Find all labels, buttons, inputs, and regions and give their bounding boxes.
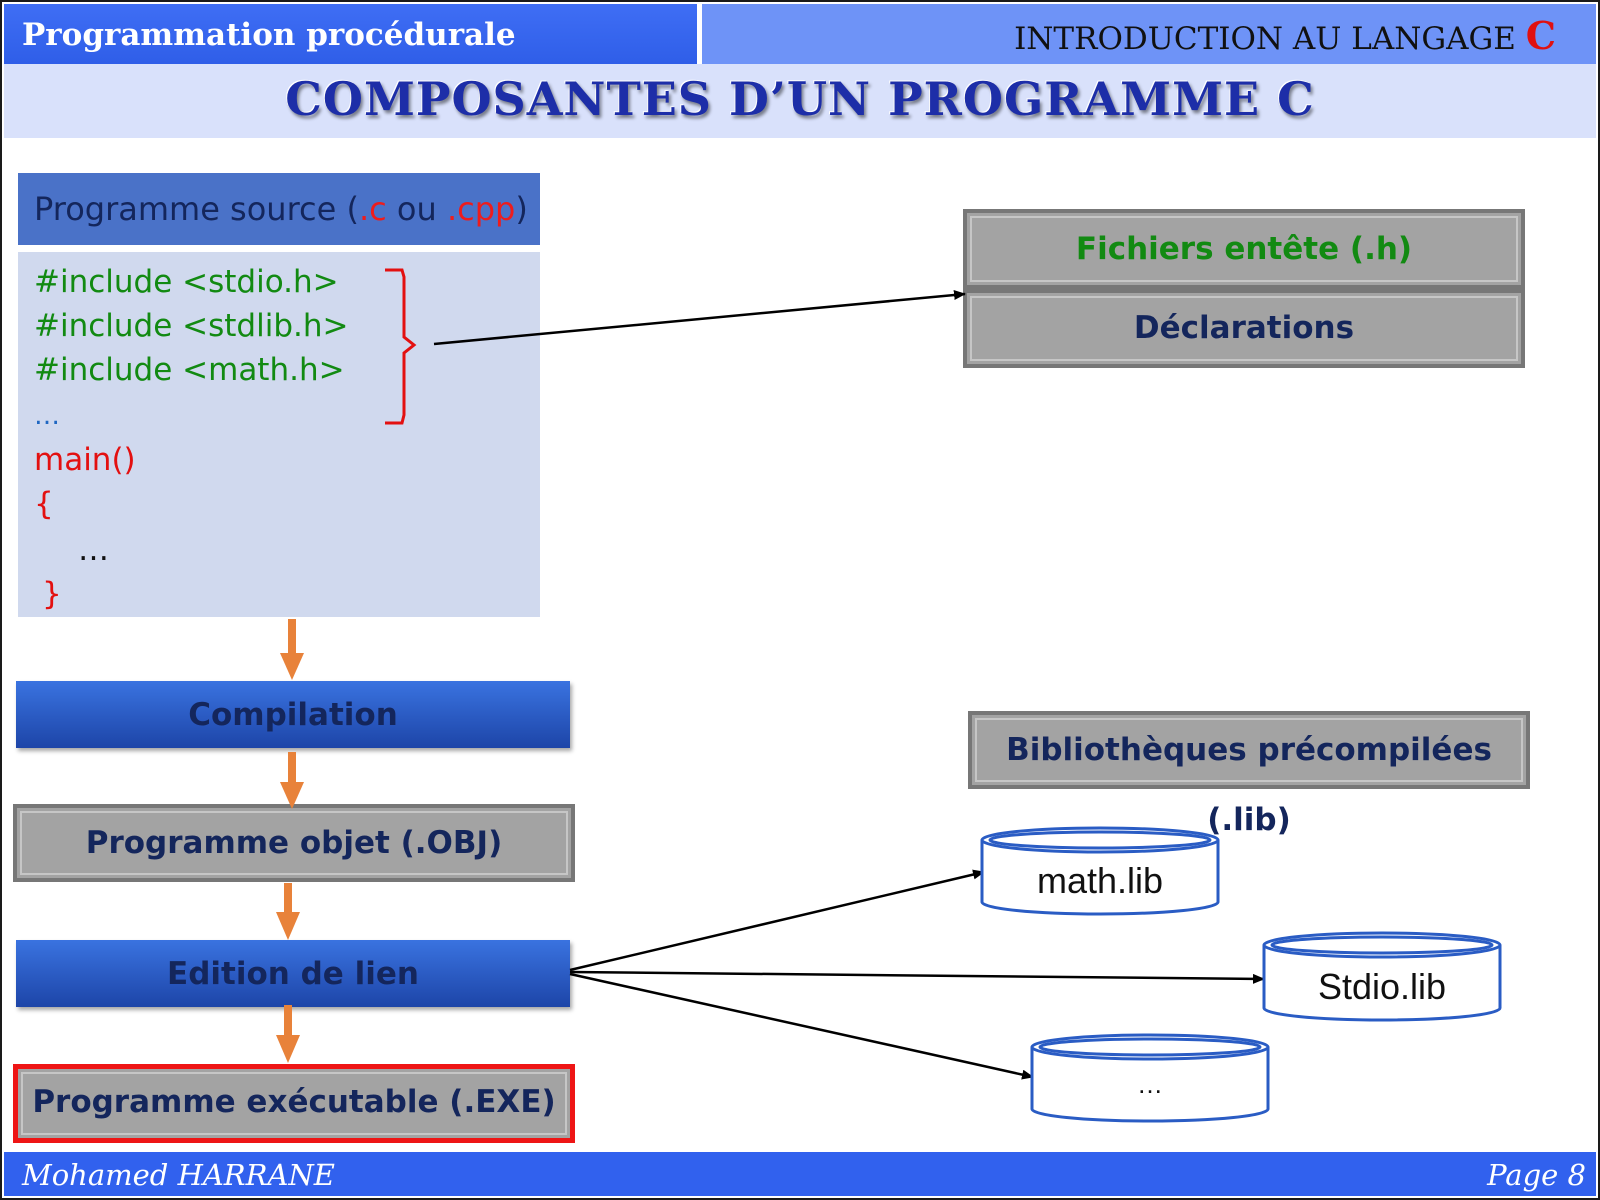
object-program-box: Programme objet (.OBJ): [13, 804, 575, 882]
include-line: #include <stdio.h>: [34, 264, 339, 300]
math-lib-label: math.lib: [1036, 860, 1164, 901]
author: Mohamed HARRANE: [22, 1158, 335, 1192]
course-title: Programmation procédurale: [4, 4, 697, 64]
source-program-header: Programme source (.c ou .cpp): [18, 173, 540, 245]
arrow-link-to-math: [569, 869, 985, 972]
arrow-compilation-to-object: [280, 752, 304, 809]
include-brace: [385, 268, 417, 425]
declarations-box: Déclarations: [963, 289, 1525, 368]
executable-box: Programme exécutable (.EXE): [13, 1064, 575, 1143]
header-files-box: Fichiers entête (.h): [963, 209, 1525, 289]
include-line: #include <math.h>: [34, 352, 345, 388]
close-brace: }: [42, 576, 62, 612]
link-edition-box: Edition de lien: [16, 940, 570, 1007]
compilation-box: Compilation: [16, 681, 570, 748]
title-band: [4, 64, 1596, 138]
main-line: main(): [34, 442, 136, 478]
chapter-title: INTRODUCTION AU LANGAGE C: [702, 4, 1596, 64]
arrow-object-to-link: [276, 883, 300, 940]
include-line: #include <stdlib.h>: [34, 308, 349, 344]
page-number: Page 8: [1487, 1158, 1586, 1192]
stdio-lib-label: Stdio.lib: [1317, 966, 1447, 1007]
arrow-link-to-more: [569, 972, 1034, 1080]
slide-title: COMPOSANTES D’UN PROGRAMME C: [285, 72, 1315, 126]
footer: Mohamed HARRANE Page 8: [4, 1152, 1596, 1196]
cylinder-more-libs: [1030, 1033, 1270, 1123]
arrow-link-to-stdio: [569, 970, 1265, 984]
libraries-box: Bibliothèques précompilées (.lib): [968, 711, 1530, 838]
code-ellipsis: …: [34, 401, 60, 431]
arrow-source-to-compilation: [280, 619, 304, 680]
cylinder-math-lib: [980, 826, 1220, 916]
body-dots: …: [78, 532, 109, 568]
open-brace: {: [34, 486, 54, 522]
more-libs-label: …: [1137, 1069, 1163, 1099]
arrow-includes-to-headers: [433, 290, 966, 346]
arrow-link-to-executable: [276, 1005, 300, 1063]
source-code-panel: [18, 252, 540, 617]
cylinder-stdio-lib: [1262, 931, 1502, 1022]
